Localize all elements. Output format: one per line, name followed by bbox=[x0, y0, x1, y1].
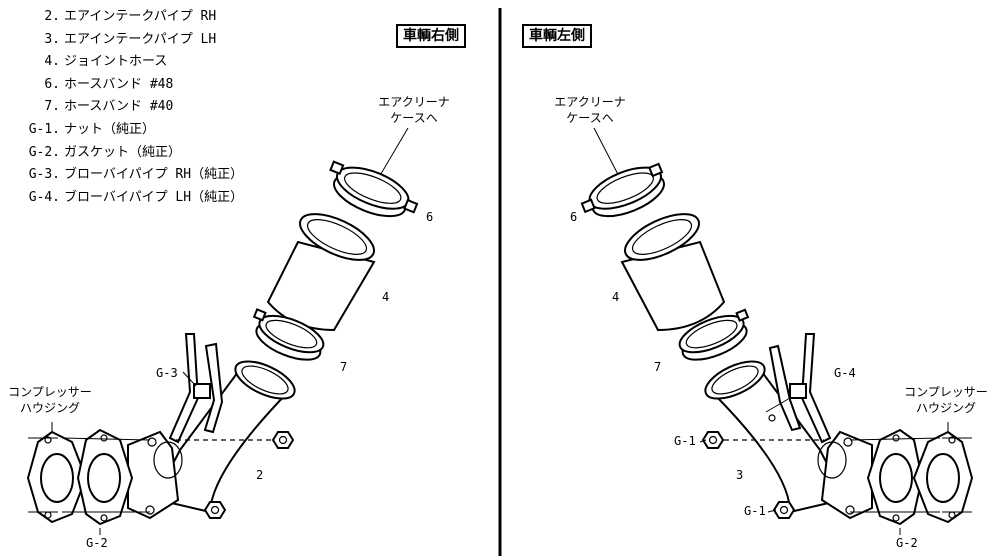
hose-band-40 bbox=[678, 308, 750, 361]
blow-by-pipe-rh bbox=[168, 333, 224, 444]
hose-band-48 bbox=[329, 160, 419, 218]
air-intake-pipe-rh bbox=[127, 360, 296, 520]
part-number-7: 7 bbox=[340, 360, 348, 374]
joint-hose bbox=[620, 213, 726, 332]
part-number-g4: G-4 bbox=[834, 366, 856, 380]
parts-list-item: 3.エアインテークパイプ LH bbox=[44, 31, 217, 47]
hose-band-40 bbox=[252, 308, 325, 361]
part-number-6: 6 bbox=[570, 210, 578, 224]
air-cleaner-callout: エアクリーナ ケースへ bbox=[554, 95, 626, 125]
hose-band-48 bbox=[580, 162, 665, 218]
gasket-outer bbox=[912, 430, 974, 524]
parts-list-item: 6.ホースバンド #48 bbox=[44, 76, 174, 92]
part-number-g1-upper: G-1 bbox=[674, 434, 696, 448]
air-intake-pipe-lh bbox=[704, 360, 873, 520]
right-side-assembly bbox=[26, 127, 419, 535]
left-side-assembly bbox=[580, 127, 974, 535]
part-number-g2: G-2 bbox=[896, 536, 918, 550]
part-number-6: 6 bbox=[426, 210, 434, 224]
gasket-inner bbox=[76, 428, 134, 526]
part-number-g3: G-3 bbox=[156, 366, 178, 380]
part-number-3: 3 bbox=[736, 468, 744, 482]
part-number-g1-lower: G-1 bbox=[744, 504, 766, 518]
nut-lower bbox=[772, 501, 796, 519]
air-cleaner-callout: エアクリーナ ケースへ bbox=[378, 95, 450, 125]
parts-list: 2.エアインテークパイプ RH 3.エアインテークパイプ LH 4.ジョイントホ… bbox=[16, 6, 243, 209]
right-side-label: 車輌右側 bbox=[396, 24, 466, 48]
nut-lower bbox=[203, 501, 227, 519]
parts-list-item: G-3.ブローバイパイプ RH（純正） bbox=[28, 167, 244, 183]
parts-list-item: G-1.ナット（純正） bbox=[28, 121, 156, 137]
part-number-g2: G-2 bbox=[86, 536, 108, 550]
blow-by-pipe-lh bbox=[765, 333, 832, 444]
parts-list-item: 7.ホースバンド #40 bbox=[44, 99, 174, 115]
left-side-label: 車輌左側 bbox=[522, 24, 592, 48]
part-number-2: 2 bbox=[256, 468, 264, 482]
nut-upper bbox=[701, 431, 725, 449]
parts-list-item: 2.エアインテークパイプ RH bbox=[44, 9, 217, 24]
part-number-7: 7 bbox=[654, 360, 662, 374]
compressor-housing-callout: コンプレッサー ハウジング bbox=[904, 385, 988, 415]
joint-hose bbox=[266, 213, 376, 332]
parts-list-item: G-4.ブローバイパイプ LH（純正） bbox=[28, 189, 244, 205]
part-number-4: 4 bbox=[382, 290, 390, 304]
parts-list-item: 4.ジョイントホース bbox=[44, 54, 168, 70]
parts-list-item: G-2.ガスケット（純正） bbox=[28, 144, 182, 160]
gasket-outer bbox=[26, 430, 88, 524]
gasket-inner bbox=[866, 428, 924, 526]
part-number-4: 4 bbox=[612, 290, 620, 304]
compressor-housing-callout: コンプレッサー ハウジング bbox=[8, 385, 92, 415]
nut-upper bbox=[271, 431, 295, 449]
